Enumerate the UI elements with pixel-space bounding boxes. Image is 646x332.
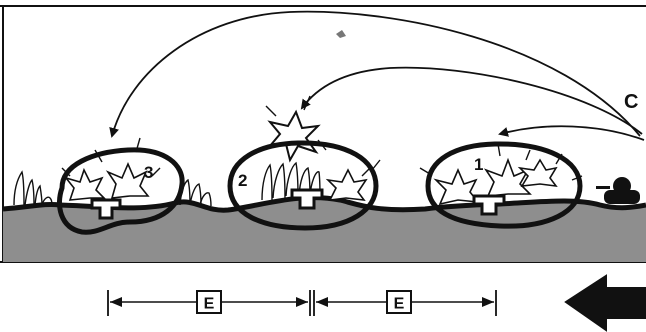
arrow-left-icon <box>564 274 646 332</box>
starburst-icon <box>483 157 532 197</box>
source-label: C <box>624 91 638 113</box>
interval-measure-left <box>107 290 311 316</box>
trajectory-arrow-to-area-3 <box>109 10 641 138</box>
starburst-icon <box>105 161 150 199</box>
interval-label-right: E <box>394 296 405 313</box>
trench-notch-icon <box>472 194 506 216</box>
grass-tuft-icon <box>13 170 53 206</box>
starburst-icon <box>517 158 558 188</box>
area-2-label: 2 <box>238 171 247 190</box>
area-1-label: 1 <box>474 155 483 174</box>
starburst-icon <box>63 167 106 201</box>
starburst-icon <box>433 167 480 206</box>
trench-notch-icon <box>90 198 122 220</box>
tank-silhouette-icon <box>596 177 640 204</box>
trajectory-arrow-to-area-1 <box>498 125 645 141</box>
starburst-icon <box>325 168 368 201</box>
starburst-icon <box>267 109 321 163</box>
interval-measure-right <box>313 290 497 316</box>
blast-rays <box>61 95 583 181</box>
trench-notch-icon <box>290 188 324 210</box>
debris-mark <box>336 30 346 38</box>
interval-label-left: E <box>204 296 215 313</box>
target-area-1 <box>425 141 583 229</box>
target-area-3 <box>57 147 185 235</box>
trajectory-arrow-to-area-2 <box>300 66 643 135</box>
area-3-label: 3 <box>144 163 153 182</box>
target-area-2 <box>227 140 379 231</box>
